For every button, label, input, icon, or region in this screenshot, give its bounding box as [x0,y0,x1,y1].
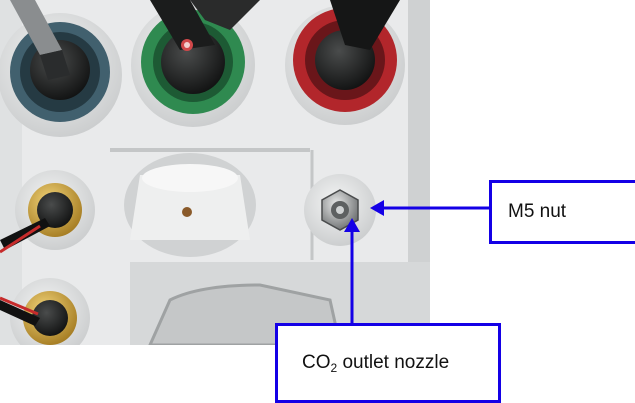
blue-cable-gland [0,0,122,137]
lower-brass-connector [0,278,90,345]
green-cable-gland [131,0,260,127]
co2-outlet-nozzle-callout: CO2 outlet nozzle [275,323,501,403]
co2-suffix: outlet nozzle [337,351,450,373]
red-cable-gland [285,0,405,125]
m5-nut [304,174,376,246]
co2-outlet-label: CO2 outlet nozzle [302,352,449,375]
m5-nut-callout: M5 nut [489,180,635,244]
white-sealing-plug [124,153,256,257]
co2-subscript: 2 [330,360,338,375]
co2-prefix: CO [302,351,331,373]
device-housing-photo [0,0,430,345]
m5-nut-label: M5 nut [508,201,567,222]
housing-illustration [0,0,430,345]
upper-brass-connector [0,170,95,254]
